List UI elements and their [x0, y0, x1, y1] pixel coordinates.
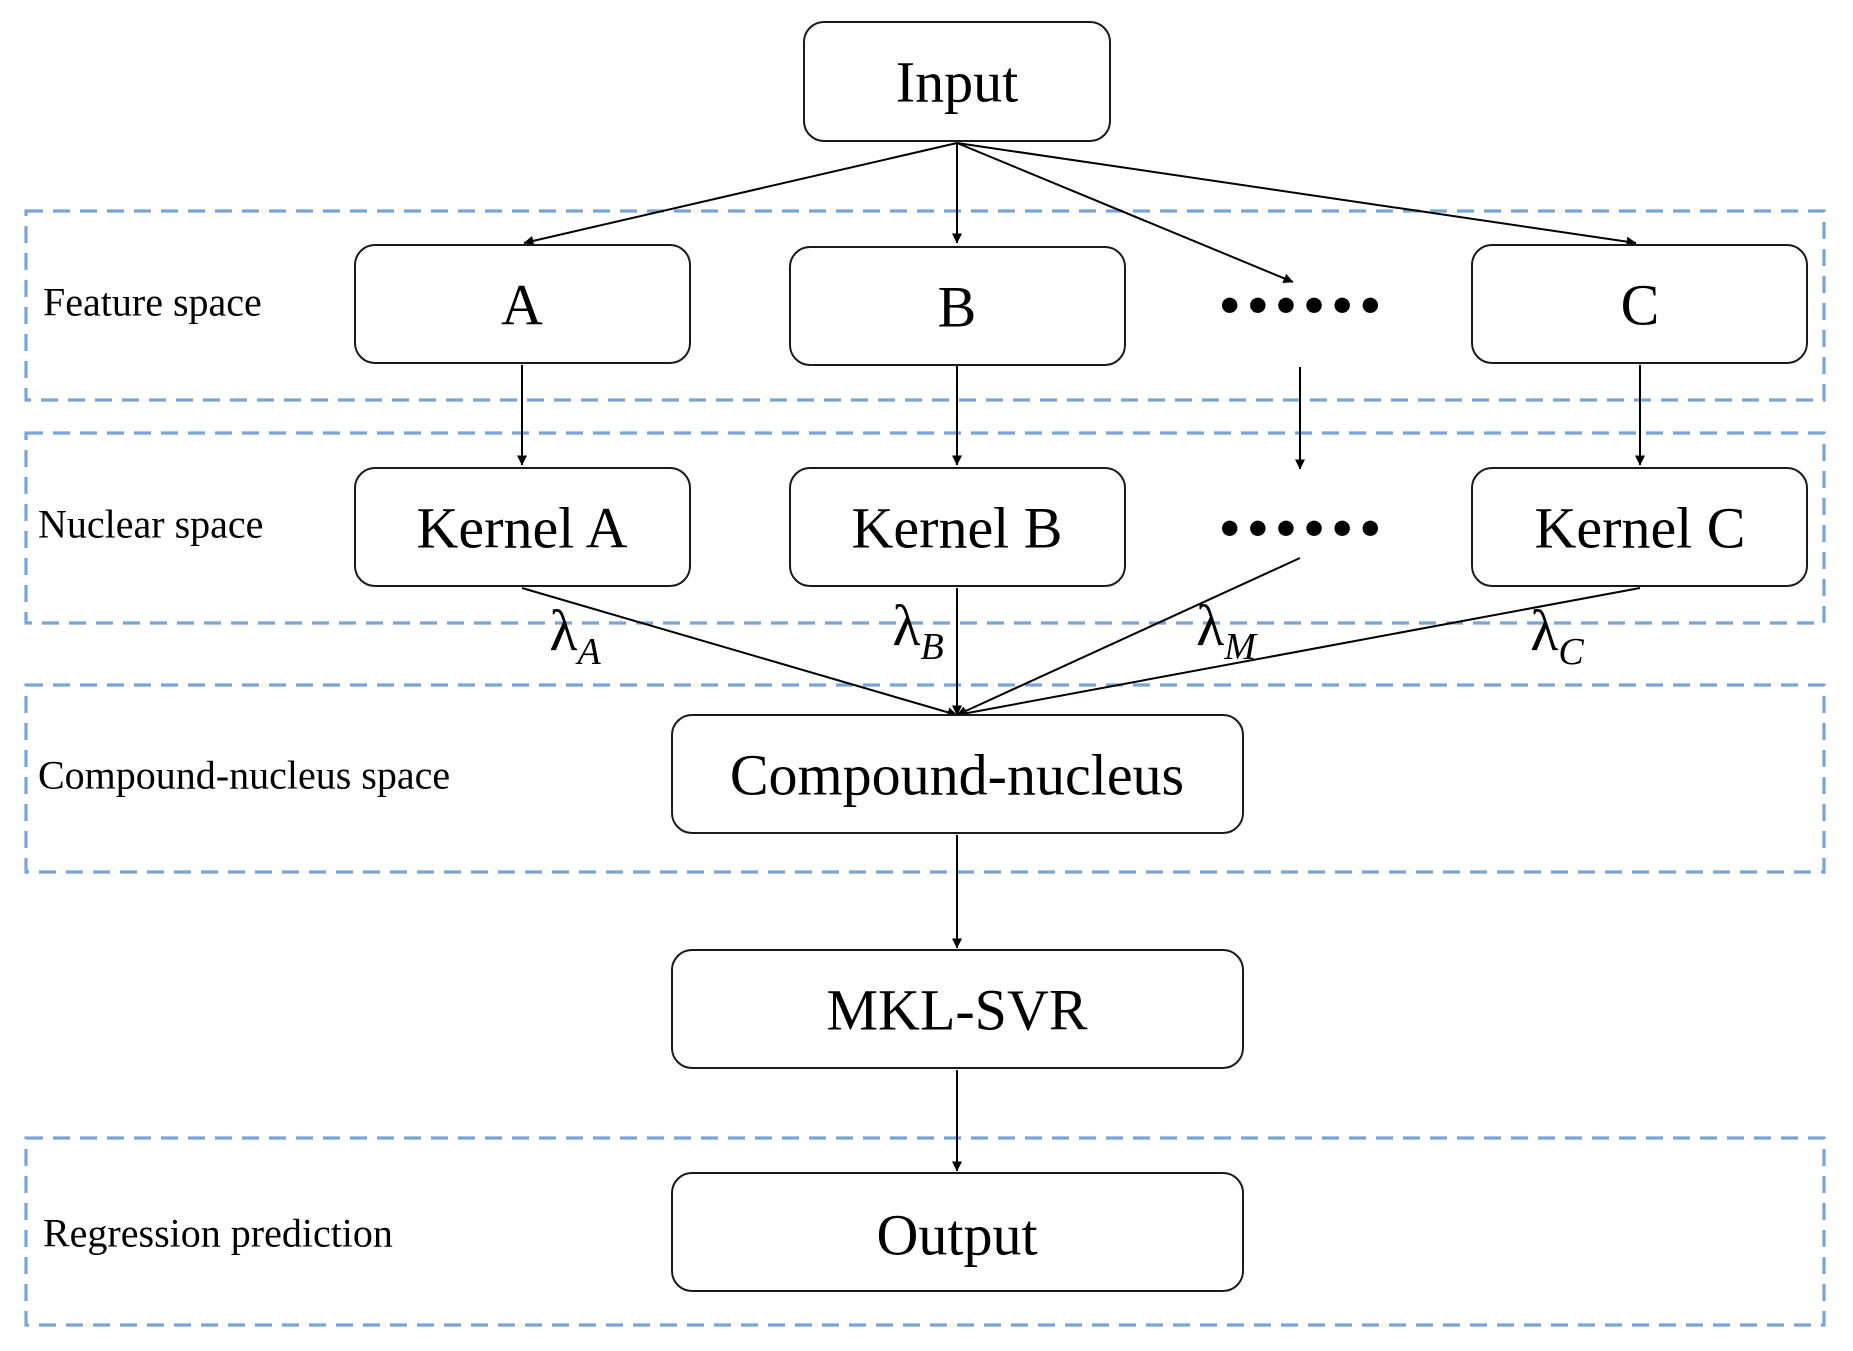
node-output: Output: [671, 1172, 1244, 1292]
weight-lambda-m: λM: [1196, 593, 1258, 668]
node-input-label: Input: [896, 50, 1018, 115]
weight-lambda-c-sub: C: [1558, 631, 1584, 673]
edges: [517, 142, 1645, 1172]
weight-lambda-m-sub: M: [1223, 626, 1258, 668]
node-feature-b: B: [789, 246, 1126, 366]
weight-lambda-a: λA: [549, 598, 601, 673]
edge-kernel-c-to-compound: [956, 587, 1641, 719]
node-kernel-b-label: Kernel B: [852, 496, 1063, 561]
feature-ellipsis: ••••••: [1216, 282, 1385, 333]
region-nuclear-space: Nuclear space: [24, 431, 1826, 625]
edge-kernel-ellipsis-to-compound: [956, 557, 1301, 716]
weight-lambda-b: λB: [892, 593, 943, 668]
kernel-ellipsis: ••••••: [1216, 505, 1385, 556]
weight-lambda-c-symbol: λ: [1530, 598, 1558, 663]
node-kernel-a-label: Kernel A: [417, 496, 628, 561]
node-output-label: Output: [876, 1203, 1037, 1268]
region-regression-prediction: Regression prediction: [24, 1136, 1826, 1327]
node-compound-label: Compound-nucleus: [730, 743, 1184, 808]
region-label-compound: Compound-nucleus space: [38, 753, 450, 798]
region-feature-space: Feature space: [24, 209, 1826, 402]
weight-lambda-b-sub: B: [920, 626, 943, 668]
node-feature-a-label: A: [501, 273, 543, 338]
weight-lambda-c: λC: [1530, 598, 1584, 673]
weight-lambda-a-symbol: λ: [549, 598, 577, 663]
node-compound-nucleus: Compound-nucleus: [671, 714, 1244, 834]
node-kernel-a: Kernel A: [354, 467, 691, 587]
node-feature-a: A: [354, 244, 691, 364]
weight-lambda-b-symbol: λ: [892, 593, 920, 658]
region-label-regression: Regression prediction: [43, 1211, 393, 1256]
node-input: Input: [803, 21, 1111, 142]
region-label-nuclear: Nuclear space: [38, 502, 263, 547]
edge-kernel-a-to-compound: [521, 587, 958, 718]
node-feature-c-label: C: [1621, 273, 1660, 338]
node-mkl-svr-label: MKL-SVR: [826, 978, 1087, 1043]
node-kernel-c-label: Kernel C: [1535, 496, 1746, 561]
node-feature-b-label: B: [938, 275, 977, 340]
edge-input-to-a: [523, 142, 958, 246]
node-kernel-b: Kernel B: [789, 467, 1126, 587]
weight-lambda-m-symbol: λ: [1196, 593, 1224, 658]
weight-lambda-a-sub: A: [574, 631, 601, 673]
node-kernel-c: Kernel C: [1471, 467, 1808, 587]
edge-input-to-ellipsis: [956, 142, 1294, 283]
edge-input-to-c: [956, 142, 1637, 247]
node-feature-c: C: [1471, 244, 1808, 364]
region-label-feature: Feature space: [43, 280, 262, 325]
region-compound-space: Compound-nucleus space: [24, 683, 1826, 874]
node-mkl-svr: MKL-SVR: [671, 949, 1244, 1069]
